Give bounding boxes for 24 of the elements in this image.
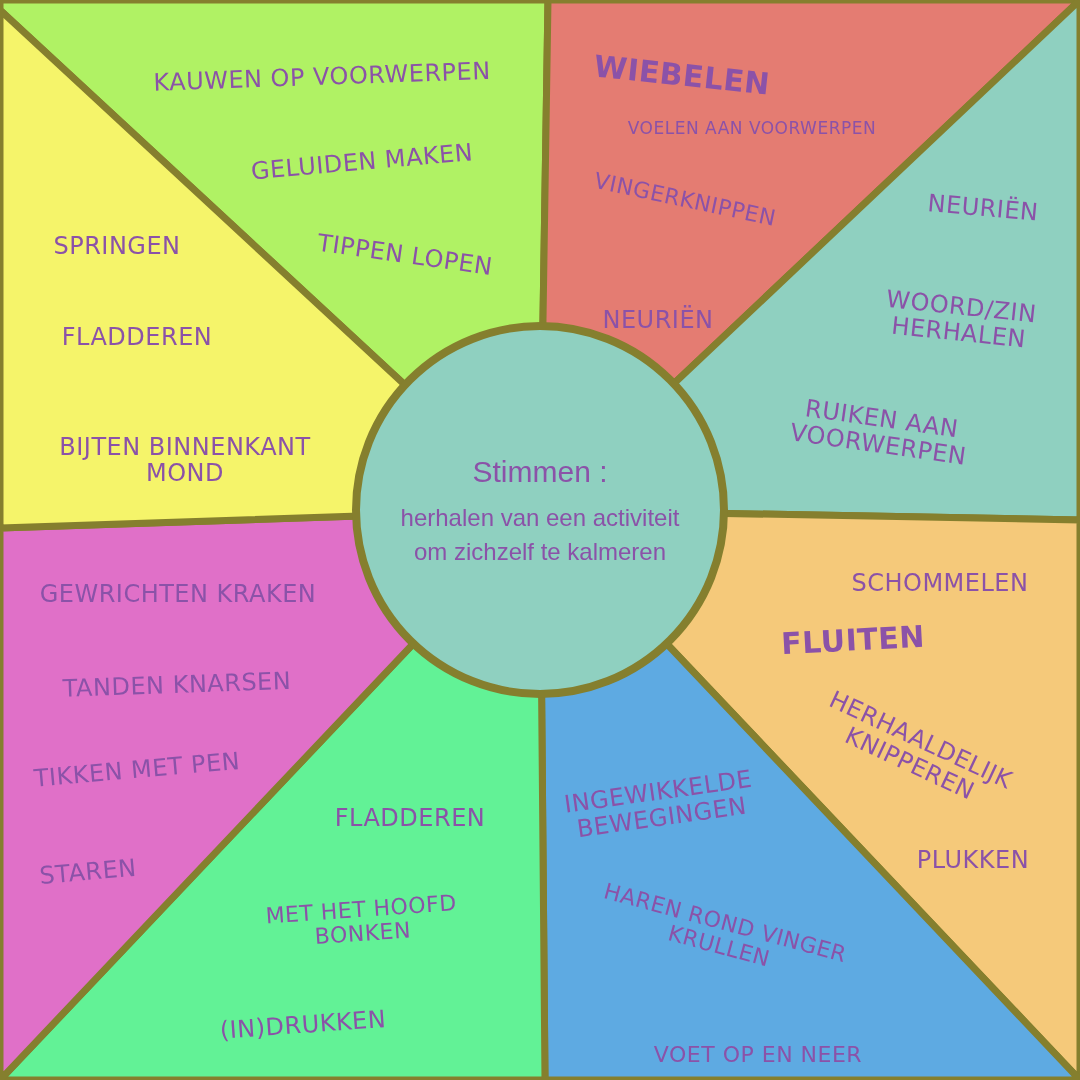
behavior-label: GELUIDEN MAKEN (249, 139, 475, 185)
behavior-label: WOORD/ZIN HERHALEN (883, 283, 1039, 356)
behavior-label: WIEBELEN (592, 49, 772, 101)
behavior-label: BIJTEN BINNENKANT MOND (58, 433, 312, 487)
behavior-label: GEWRICHTEN KRAKEN (39, 580, 317, 608)
behavior-label: FLADDEREN (334, 804, 486, 832)
behavior-label: NEURIËN (602, 306, 714, 334)
circle-description: herhalen van een activiteit om zichzelf te kalmeren (399, 503, 681, 567)
behavior-label: MET HET HOOFD BONKEN (263, 889, 459, 952)
behavior-label: TANDEN KNARSEN (62, 667, 292, 703)
behavior-label: PLUKKEN (916, 846, 1030, 874)
behavior-label: SCHOMMELEN (851, 569, 1029, 597)
circle-heading: Stimmen : (471, 454, 609, 491)
behavior-label: FLADDEREN (61, 323, 213, 351)
behavior-label: NEURIËN (926, 190, 1040, 226)
behavior-label: FLUITEN (780, 619, 926, 661)
behavior-label: STAREN (38, 854, 138, 890)
behavior-label: TIPPEN LOPEN (315, 229, 495, 281)
behavior-label: TIKKEN MET PEN (32, 747, 242, 793)
behavior-label: SPRINGEN (53, 232, 181, 260)
behavior-label: VOELEN AAN VOORWERPEN (627, 118, 877, 138)
behavior-label: KAUWEN OP VOORWERPEN (152, 57, 492, 97)
behavior-label: (IN)DRUKKEN (219, 1006, 387, 1044)
behavior-label: VOET OP EN NEER (653, 1042, 863, 1068)
